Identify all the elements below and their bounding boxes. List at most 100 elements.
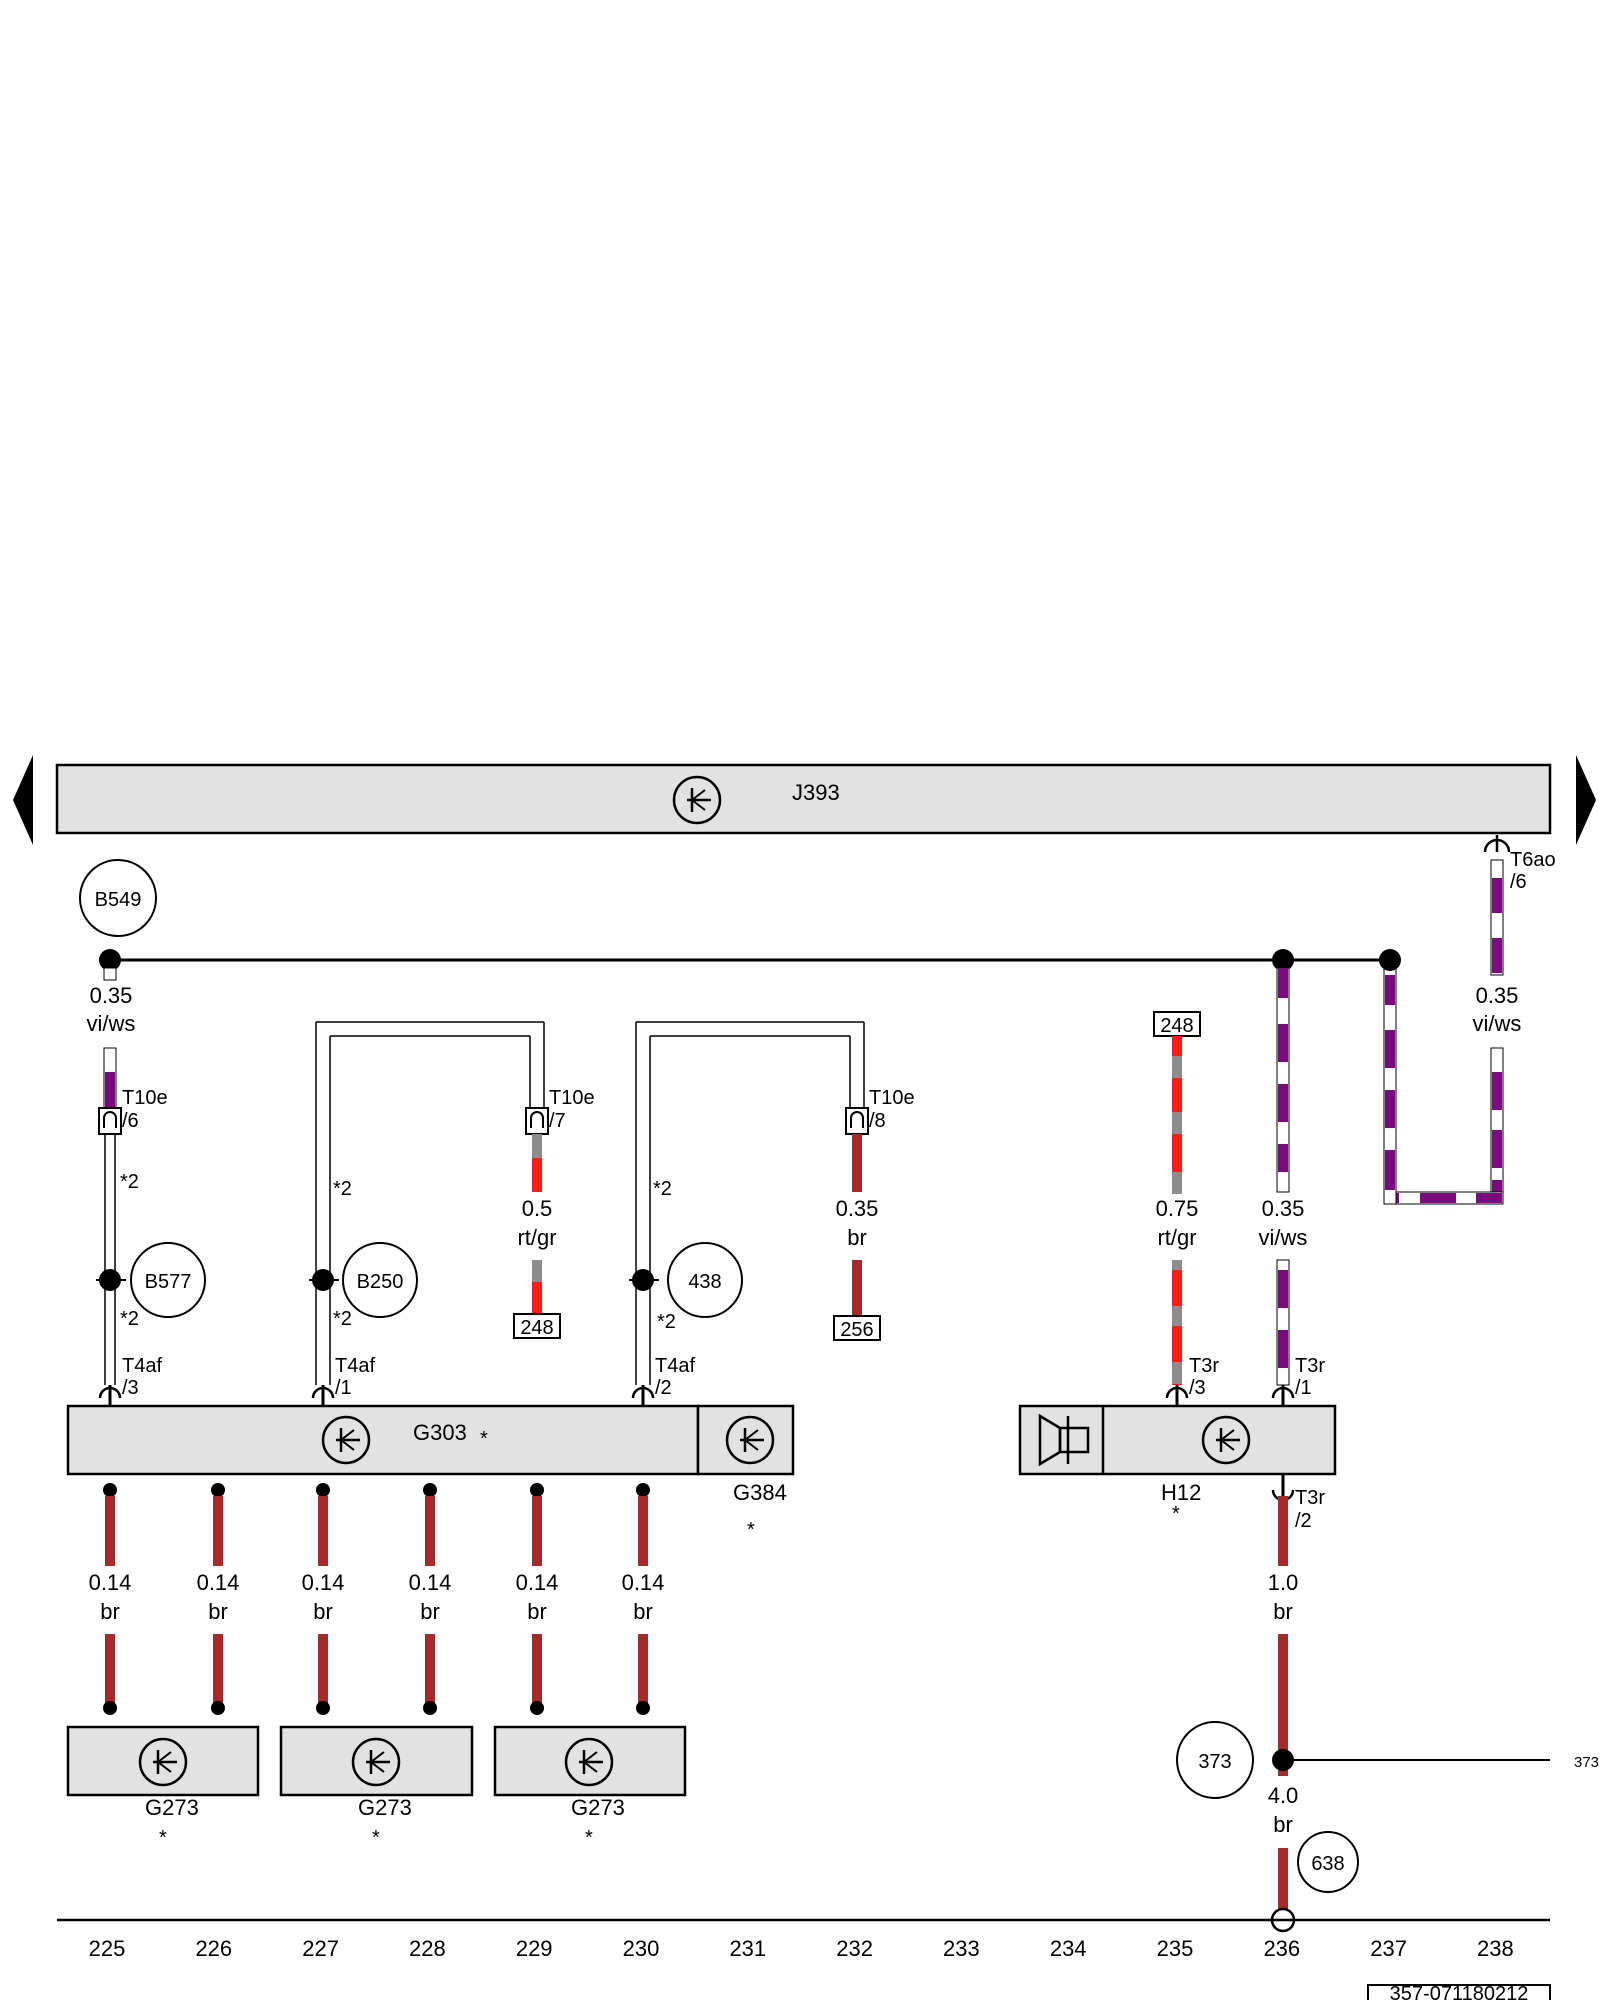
wire-1283-ground-bottom <box>1278 1848 1288 1910</box>
junction-dot <box>1272 1749 1294 1771</box>
t4af-pin3: /3 <box>122 1377 139 1399</box>
track-number: 231 <box>729 1936 766 1961</box>
track-number: 235 <box>1157 1936 1194 1961</box>
t10e-label-6: T10e <box>122 1087 168 1109</box>
g273-mark: * <box>585 1827 593 1849</box>
ref-248-top-label: 248 <box>1160 1015 1193 1037</box>
track-number: 232 <box>836 1936 873 1961</box>
note-star2: *2 <box>120 1308 139 1330</box>
t6ao-pin-label: /6 <box>1510 871 1527 893</box>
track-number: 227 <box>302 1936 339 1961</box>
h12-mark: * <box>1172 1503 1180 1525</box>
circle-438 <box>667 1242 743 1318</box>
g384-mark: * <box>747 1519 755 1541</box>
electronic-unit-icon <box>564 1737 614 1787</box>
track-number: 236 <box>1263 1936 1300 1961</box>
b549-circle <box>79 859 157 937</box>
circle-373-label: 373 <box>1198 1751 1231 1773</box>
g273-wire-group <box>103 1483 650 1715</box>
note-star2: *2 <box>333 1178 352 1200</box>
track-number: 228 <box>409 1936 446 1961</box>
g273-label: G273 <box>571 1795 625 1820</box>
splice-dot <box>99 1269 121 1291</box>
ref-box-248[interactable] <box>513 1313 561 1339</box>
b577-label: B577 <box>145 1271 192 1293</box>
wire-color-g273: br <box>527 1599 547 1624</box>
wire-537-top <box>532 1134 542 1192</box>
wire-size-857: 0.35 <box>836 1196 879 1221</box>
wire-color-537: rt/gr <box>517 1225 556 1250</box>
ref-box-248-top[interactable] <box>1153 1011 1201 1037</box>
t10e-label-7: T10e <box>549 1087 595 1109</box>
wire-857-top <box>852 1134 862 1192</box>
wire-color-g273: br <box>208 1599 228 1624</box>
note-star2: *2 <box>333 1308 352 1330</box>
t10e-label-8: T10e <box>869 1087 915 1109</box>
track-number: 233 <box>943 1936 980 1961</box>
electronic-unit-icon <box>351 1737 401 1787</box>
left-page-arrow-icon[interactable] <box>13 755 33 845</box>
track-number: 230 <box>623 1936 660 1961</box>
t4af-label-3: T4af <box>122 1355 162 1377</box>
t10e-pin8: /8 <box>869 1110 886 1132</box>
ref-248-label: 248 <box>520 1317 553 1339</box>
wire-size-g273: 0.14 <box>622 1570 665 1595</box>
h12-horn-box <box>1018 1404 1337 1476</box>
t3r-pin1: /1 <box>1295 1377 1312 1399</box>
j393-control-unit <box>55 763 1552 835</box>
wire-1283-ground-top <box>1278 1496 1288 1566</box>
track-number: 238 <box>1477 1936 1514 1961</box>
t4af-label-2: T4af <box>655 1355 695 1377</box>
right-page-arrow-icon[interactable] <box>1576 755 1596 845</box>
junction-dot <box>1272 949 1294 971</box>
t3r-label-3: T3r <box>1189 1355 1219 1377</box>
circle-438-label: 438 <box>688 1271 721 1293</box>
t4af-pin2: /2 <box>655 1377 672 1399</box>
wire-color-110: vi/ws <box>87 1011 136 1036</box>
circle-638-label: 638 <box>1311 1853 1344 1875</box>
wire-size-537: 0.5 <box>522 1196 553 1221</box>
wire-size-g273: 0.14 <box>302 1570 345 1595</box>
b250-label: B250 <box>357 1271 404 1293</box>
wire-color-g273: br <box>313 1599 333 1624</box>
g273-label: G273 <box>358 1795 412 1820</box>
t3r-pin3: /3 <box>1189 1377 1206 1399</box>
note-star2: *2 <box>653 1178 672 1200</box>
t3r-pin2: /2 <box>1295 1510 1312 1532</box>
track-number: 229 <box>516 1936 553 1961</box>
horn-icon <box>1038 1413 1090 1467</box>
t4af-pin1: /1 <box>335 1377 352 1399</box>
g273-sensor-box-1 <box>66 1725 260 1797</box>
t6ao-label: T6ao <box>1510 849 1556 871</box>
wire-size-1283-4: 4.0 <box>1268 1783 1299 1808</box>
note-star2: *2 <box>657 1311 676 1333</box>
g273-mark: * <box>372 1827 380 1849</box>
circle-373 <box>1176 1721 1254 1799</box>
wire-color-1283-4: br <box>1273 1812 1293 1837</box>
t3r-label-2: T3r <box>1295 1487 1325 1509</box>
ref-box-256[interactable] <box>833 1315 881 1341</box>
g303-label: G303 <box>413 1420 467 1445</box>
wire-color-g273: br <box>100 1599 120 1624</box>
g303-sensor-box <box>66 1404 700 1476</box>
wire-size-g273: 0.14 <box>197 1570 240 1595</box>
wire-color-g273: br <box>633 1599 653 1624</box>
wire-color-1177: rt/gr <box>1157 1225 1196 1250</box>
track-number: 234 <box>1050 1936 1087 1961</box>
doc-number-box <box>1367 1984 1551 2000</box>
wire-537-bottom <box>532 1260 542 1314</box>
t4af-label-1: T4af <box>335 1355 375 1377</box>
wire-1497-bottom <box>1490 1047 1504 1204</box>
ref-256-label: 256 <box>840 1319 873 1341</box>
wire-color-1283-g: br <box>1273 1599 1293 1624</box>
h12-label: H12 <box>1161 1480 1201 1505</box>
electronic-unit-icon <box>321 1415 371 1465</box>
splice-dot <box>312 1269 334 1291</box>
wire-color-g273: br <box>420 1599 440 1624</box>
wire-size-g273: 0.14 <box>89 1570 132 1595</box>
junction-dot <box>99 949 121 971</box>
circle-638 <box>1297 1831 1359 1893</box>
wire-857-bottom <box>852 1260 862 1316</box>
